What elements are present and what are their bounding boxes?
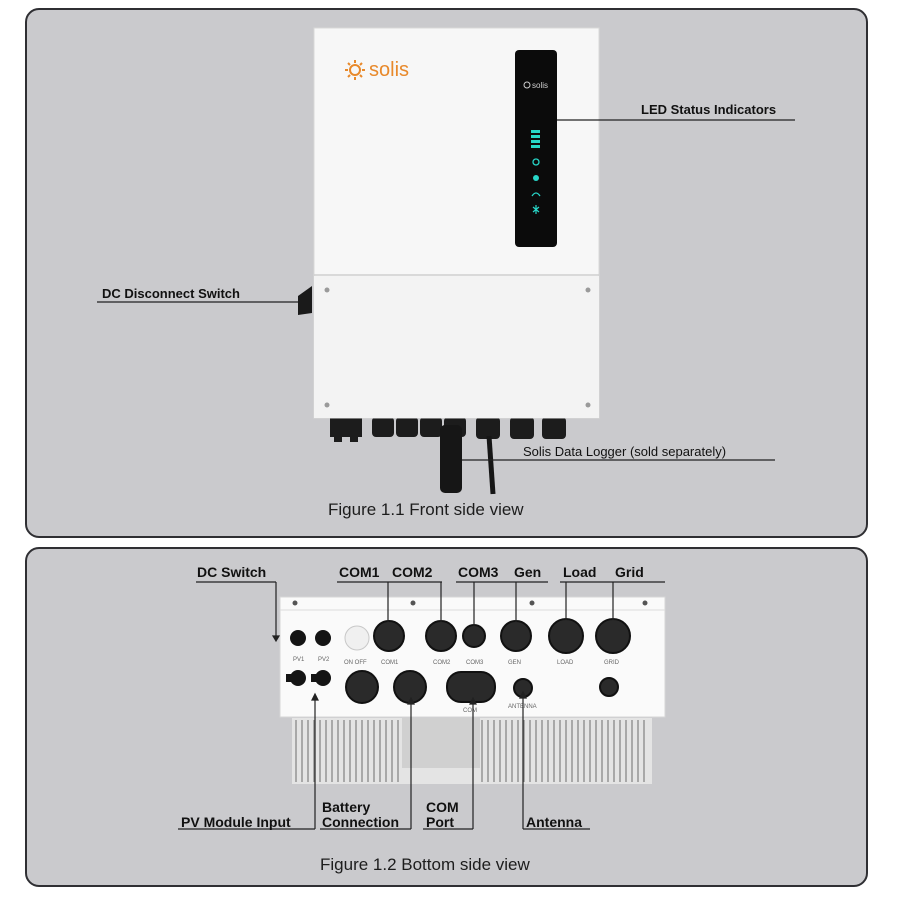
power-led-icon: [532, 158, 540, 166]
wifi-led-icon: [531, 192, 541, 197]
svg-text:PV2: PV2: [318, 657, 330, 663]
led-status-label: LED Status Indicators: [641, 102, 777, 117]
solis-logo-text: solis: [369, 59, 410, 81]
svg-text:ON OFF: ON OFF: [344, 660, 367, 666]
bluetooth-led-icon: [532, 205, 540, 214]
figure1-caption: Figure 1.1 Front side view: [328, 500, 524, 519]
svg-text:ANTENNA: ANTENNA: [508, 704, 537, 710]
inverter-bottom-plate: [279, 596, 666, 718]
svg-text:GRID: GRID: [604, 660, 620, 666]
dc-switch-label: DC Switch: [197, 564, 267, 580]
leader-lines-bottom: [178, 581, 665, 830]
data-logger-label: Solis Data Logger (sold separately): [523, 444, 727, 459]
svg-text:solis: solis: [532, 81, 548, 90]
globe-led-icon: [533, 175, 539, 181]
battery-label-line1: Battery: [322, 799, 371, 815]
com1-label: COM1: [339, 564, 380, 580]
bottom-connectors: [330, 415, 566, 495]
pv-input-label: PV Module Input: [181, 814, 291, 830]
leader-lines-front: [97, 119, 795, 461]
load-label: Load: [563, 564, 597, 580]
com-port-label-line1: COM: [426, 799, 459, 815]
gen-label: Gen: [514, 564, 542, 580]
svg-text:PV1: PV1: [293, 657, 305, 663]
svg-text:COM: COM: [463, 708, 477, 714]
grid-label: Grid: [615, 564, 644, 580]
svg-text:COM2: COM2: [433, 660, 451, 666]
svg-text:GEN: GEN: [508, 660, 521, 666]
svg-text:LOAD: LOAD: [557, 660, 574, 666]
pv-connectors: [286, 630, 331, 686]
dc-disconnect-knob: [298, 286, 312, 315]
svg-text:COM1: COM1: [381, 660, 399, 666]
dc-disconnect-label: DC Disconnect Switch: [102, 286, 240, 301]
figure2-caption: Figure 1.2 Bottom side view: [320, 855, 530, 874]
heatsink: [292, 718, 652, 784]
com3-label: COM3: [458, 564, 499, 580]
com2-label: COM2: [392, 564, 433, 580]
solis-sun-icon: [345, 60, 365, 80]
svg-text:COM3: COM3: [466, 660, 484, 666]
antenna-label: Antenna: [526, 814, 582, 830]
led-panel: solis: [515, 50, 557, 247]
dc-switch-port: [344, 625, 370, 651]
com-port-label-line2: Port: [426, 814, 454, 830]
battery-label-line2: Connection: [322, 814, 399, 830]
